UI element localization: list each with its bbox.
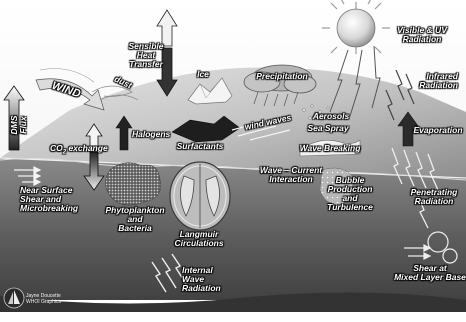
label-halogens: Halogens xyxy=(132,130,180,139)
label-surfactants: Surfactants xyxy=(172,142,228,151)
label-precipitation: Precipitation xyxy=(252,72,312,81)
co2-suffix: exchange xyxy=(66,143,108,153)
label-langmuir: Langmuir Circulations xyxy=(166,230,232,248)
label-infrared: Infrared Radiation xyxy=(394,72,458,90)
label-dms-flux: DMS Flux xyxy=(10,112,28,138)
label-sensible-heat: Sensible Heat Transfer xyxy=(124,42,168,69)
label-penetrating: Penetrating Radiation xyxy=(404,188,464,206)
langmuir-circulation-cells xyxy=(170,162,230,230)
phytoplankton-cluster xyxy=(105,163,160,205)
label-shear-mixed: Shear at Mixed Layer Base xyxy=(394,264,466,282)
label-co2-exchange: CO2 exchange xyxy=(50,144,110,158)
label-ice: Ice xyxy=(192,70,214,79)
whoi-logo xyxy=(4,288,24,308)
label-phytoplankton: Phytoplankton and Bacteria xyxy=(102,206,168,233)
ocean-body xyxy=(0,158,466,312)
label-wave-breaking: Wave Breaking xyxy=(294,144,366,153)
label-bubble: Bubble Production and Turbulence xyxy=(322,176,378,212)
label-near-surface: Near Surface Shear and Microbreaking xyxy=(20,186,90,213)
label-wave-current: Wave – Current Interaction xyxy=(256,166,326,184)
label-evaporation: Evaporation xyxy=(410,126,466,135)
label-aerosols: Aerosols xyxy=(306,112,356,121)
label-visible-uv: Visible & UV Radiation xyxy=(384,26,460,44)
label-internal-wave: Internal Wave Radiation xyxy=(182,266,232,293)
co2-prefix: CO xyxy=(50,143,63,153)
credit-text: Jayne Doucette WHOI Graphics xyxy=(26,293,86,305)
label-sea-spray: Sea Spray xyxy=(302,124,354,133)
